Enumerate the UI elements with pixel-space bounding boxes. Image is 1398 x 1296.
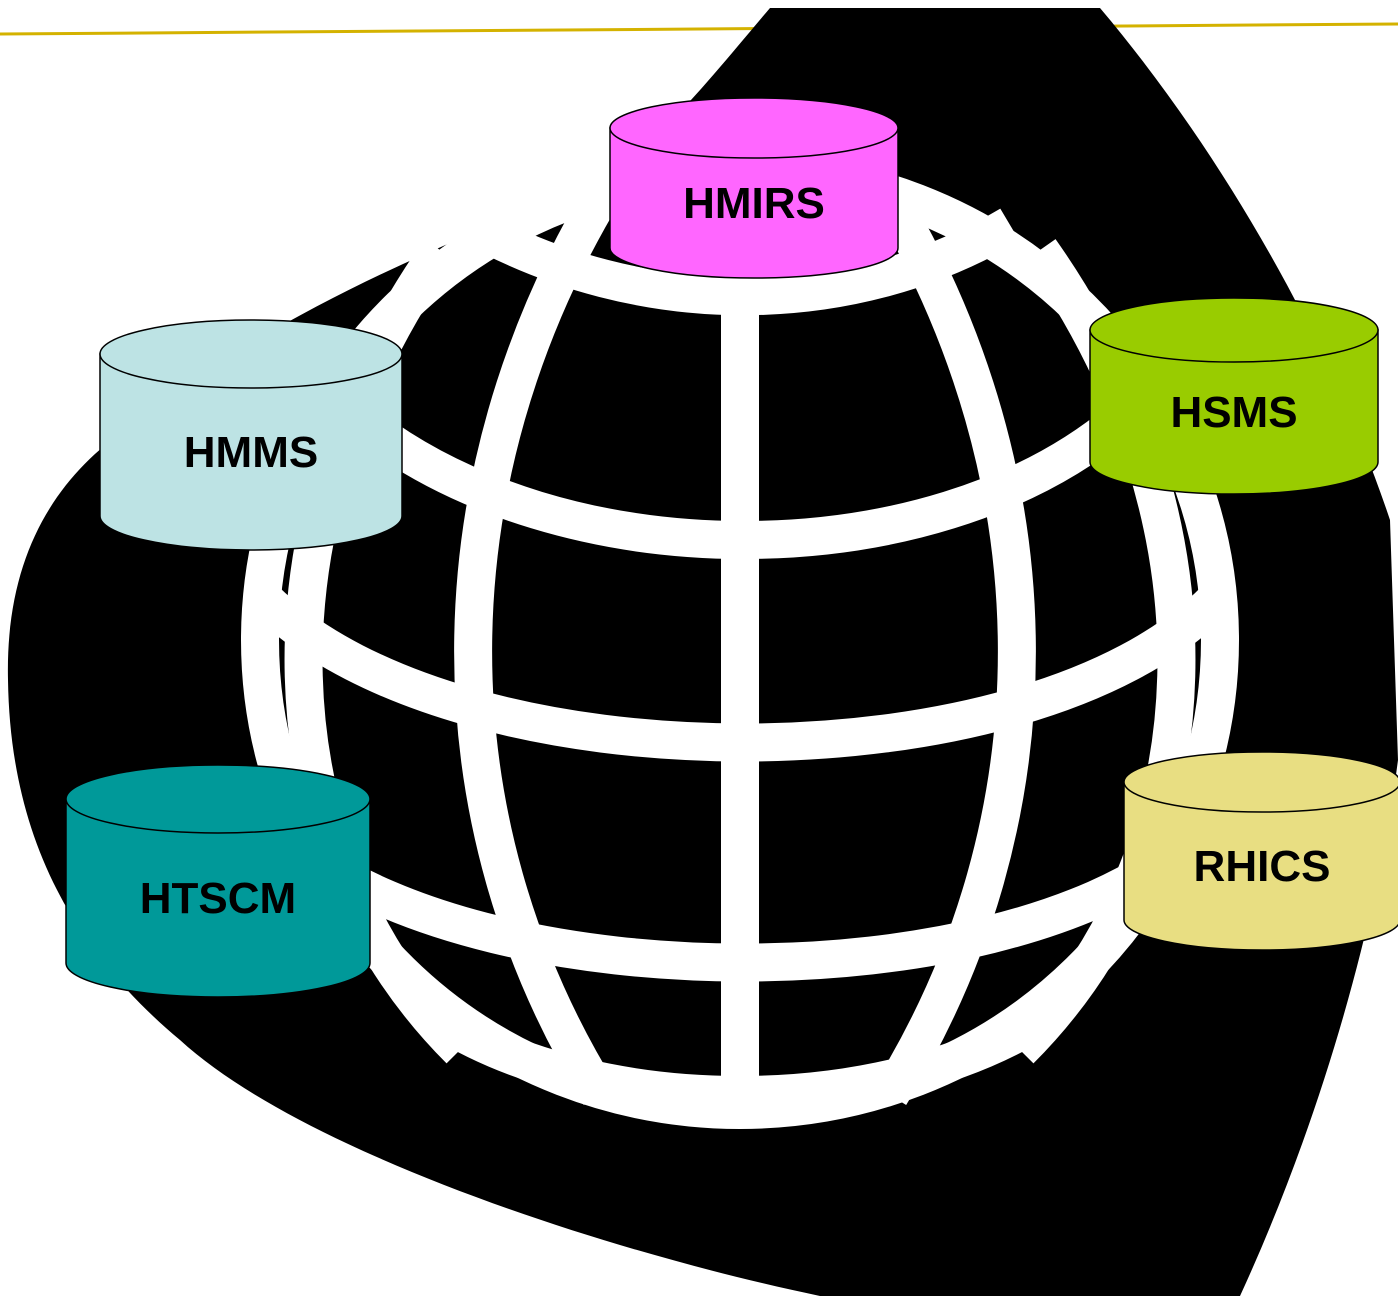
globe-parallel-1	[460, 208, 1020, 316]
database-hmms-label: HMMS	[184, 428, 318, 477]
database-hmirs-body	[609, 127, 899, 279]
database-htscm-label: HTSCM	[140, 874, 296, 923]
database-hsms-label: HSMS	[1170, 388, 1297, 437]
top-rule	[0, 22, 1398, 36]
database-hmms-body	[99, 353, 403, 551]
database-htscm: HTSCM	[65, 764, 371, 998]
globe-parallel-4	[288, 834, 1192, 982]
database-rhics: RHICS	[1123, 751, 1398, 951]
globe-parallel-5	[429, 1003, 1051, 1114]
database-hmirs-top	[609, 97, 899, 159]
globe-meridian-inner-right	[868, 180, 1036, 1105]
database-hmirs: HMIRS	[609, 97, 899, 279]
globe-meridian-inner-left	[454, 180, 622, 1105]
globe-grid	[241, 151, 1239, 1129]
globe-parallel-3	[251, 586, 1229, 762]
database-htscm-top	[65, 764, 371, 834]
database-hmms-top	[99, 319, 403, 389]
database-layer: HMIRS HMMS HSMS HTSCM RHICS	[65, 97, 1398, 998]
database-hsms: HSMS	[1089, 297, 1379, 495]
database-hmms: HMMS	[99, 319, 403, 551]
database-rhics-label: RHICS	[1194, 842, 1331, 891]
database-htscm-body	[65, 798, 371, 998]
globe-parallel-2	[348, 405, 1133, 559]
database-hsms-top	[1089, 297, 1379, 363]
database-rhics-top	[1123, 751, 1398, 813]
database-hsms-body	[1089, 329, 1379, 495]
database-rhics-body	[1123, 781, 1398, 951]
database-hmirs-label: HMIRS	[683, 179, 825, 228]
